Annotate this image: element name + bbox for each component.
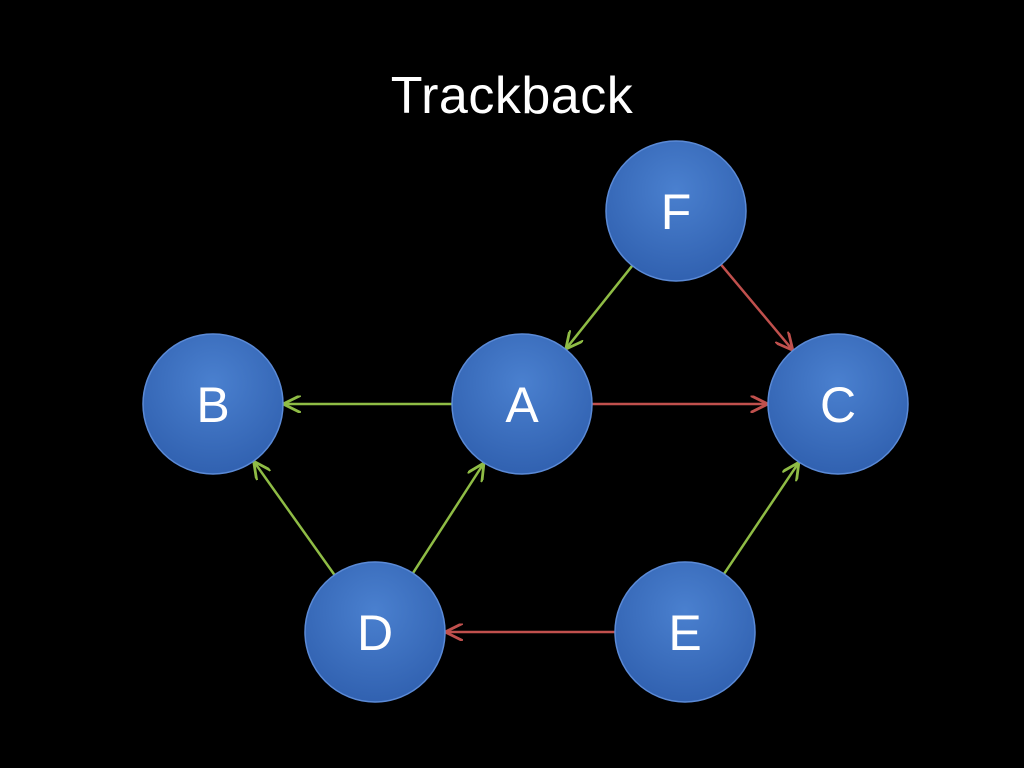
- node-d: D: [304, 561, 446, 703]
- edge-d-to-b: [255, 463, 336, 576]
- node-circle-f: [605, 140, 747, 282]
- node-layer: A B C D E F: [142, 140, 909, 703]
- node-circle-c: [767, 333, 909, 475]
- node-circle-a: [451, 333, 593, 475]
- node-a: A: [451, 333, 593, 475]
- node-label-f: F: [661, 184, 692, 240]
- edge-e-to-c: [722, 464, 798, 575]
- slide-title: Trackback: [390, 67, 634, 125]
- edge-layer: [255, 263, 798, 632]
- node-label-a: A: [505, 377, 539, 433]
- node-label-b: B: [196, 377, 229, 433]
- edge-f-to-a: [567, 264, 634, 348]
- node-label-c: C: [820, 377, 856, 433]
- node-circle-d: [304, 561, 446, 703]
- node-circle-e: [614, 561, 756, 703]
- edge-d-to-a: [411, 465, 483, 574]
- node-label-d: D: [357, 605, 393, 661]
- node-e: E: [614, 561, 756, 703]
- node-c: C: [767, 333, 909, 475]
- node-f: F: [605, 140, 747, 282]
- edge-f-to-c: [720, 263, 792, 349]
- node-label-e: E: [668, 605, 701, 661]
- node-b: B: [142, 333, 284, 475]
- node-circle-b: [142, 333, 284, 475]
